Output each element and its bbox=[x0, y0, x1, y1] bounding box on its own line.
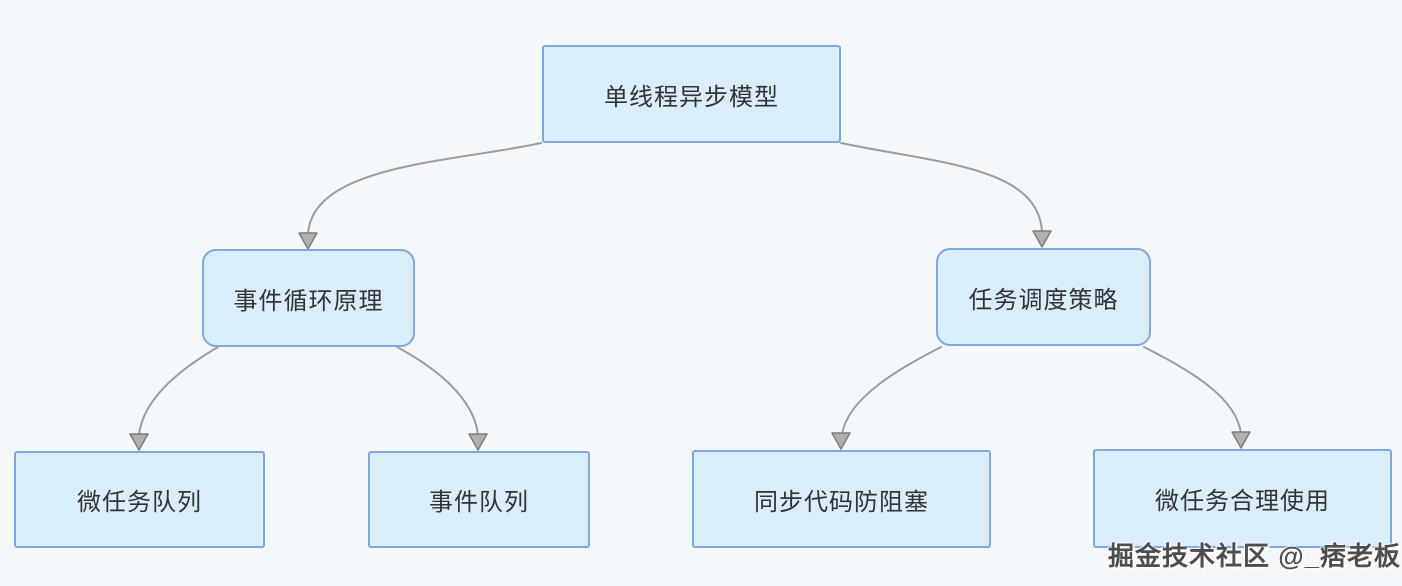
node-sync-code-antiblocking: 同步代码防阻塞 bbox=[692, 450, 991, 548]
node-label: 同步代码防阻塞 bbox=[754, 488, 929, 516]
node-microtask-queue: 微任务队列 bbox=[14, 451, 265, 548]
connector-branch1-to-child0 bbox=[841, 346, 942, 436]
node-event-loop-principle: 事件循环原理 bbox=[202, 249, 415, 347]
node-label: 微任务合理使用 bbox=[1155, 488, 1330, 515]
connector-branch0-to-child0 bbox=[138, 346, 219, 436]
connector-branch1-to-child1 bbox=[1143, 346, 1242, 435]
arrowhead-icon bbox=[298, 232, 318, 250]
connector-root-to-branch0 bbox=[307, 142, 542, 236]
node-label: 事件循环原理 bbox=[233, 287, 384, 315]
juejin-watermark: 掘金技术社区 @_痞老板 bbox=[1108, 541, 1402, 571]
node-task-scheduling-strategy: 任务调度策略 bbox=[936, 248, 1151, 346]
node-root-label: 单线程异步模型 bbox=[604, 83, 779, 111]
arrowhead-icon bbox=[1032, 230, 1052, 248]
arrowhead-icon bbox=[1231, 431, 1251, 449]
arrowhead-icon bbox=[468, 433, 488, 451]
node-label: 事件队列 bbox=[429, 489, 529, 516]
node-microtask-proper-use: 微任务合理使用 bbox=[1093, 449, 1392, 548]
arrowhead-icon bbox=[129, 433, 149, 451]
node-label: 任务调度策略 bbox=[968, 286, 1119, 314]
node-root: 单线程异步模型 bbox=[542, 45, 841, 143]
arrowhead-icon bbox=[831, 432, 851, 450]
connector-branch0-to-child1 bbox=[396, 346, 479, 436]
node-event-queue: 事件队列 bbox=[368, 451, 590, 548]
connector-root-to-branch1 bbox=[840, 142, 1043, 234]
node-label: 微任务队列 bbox=[77, 489, 202, 516]
